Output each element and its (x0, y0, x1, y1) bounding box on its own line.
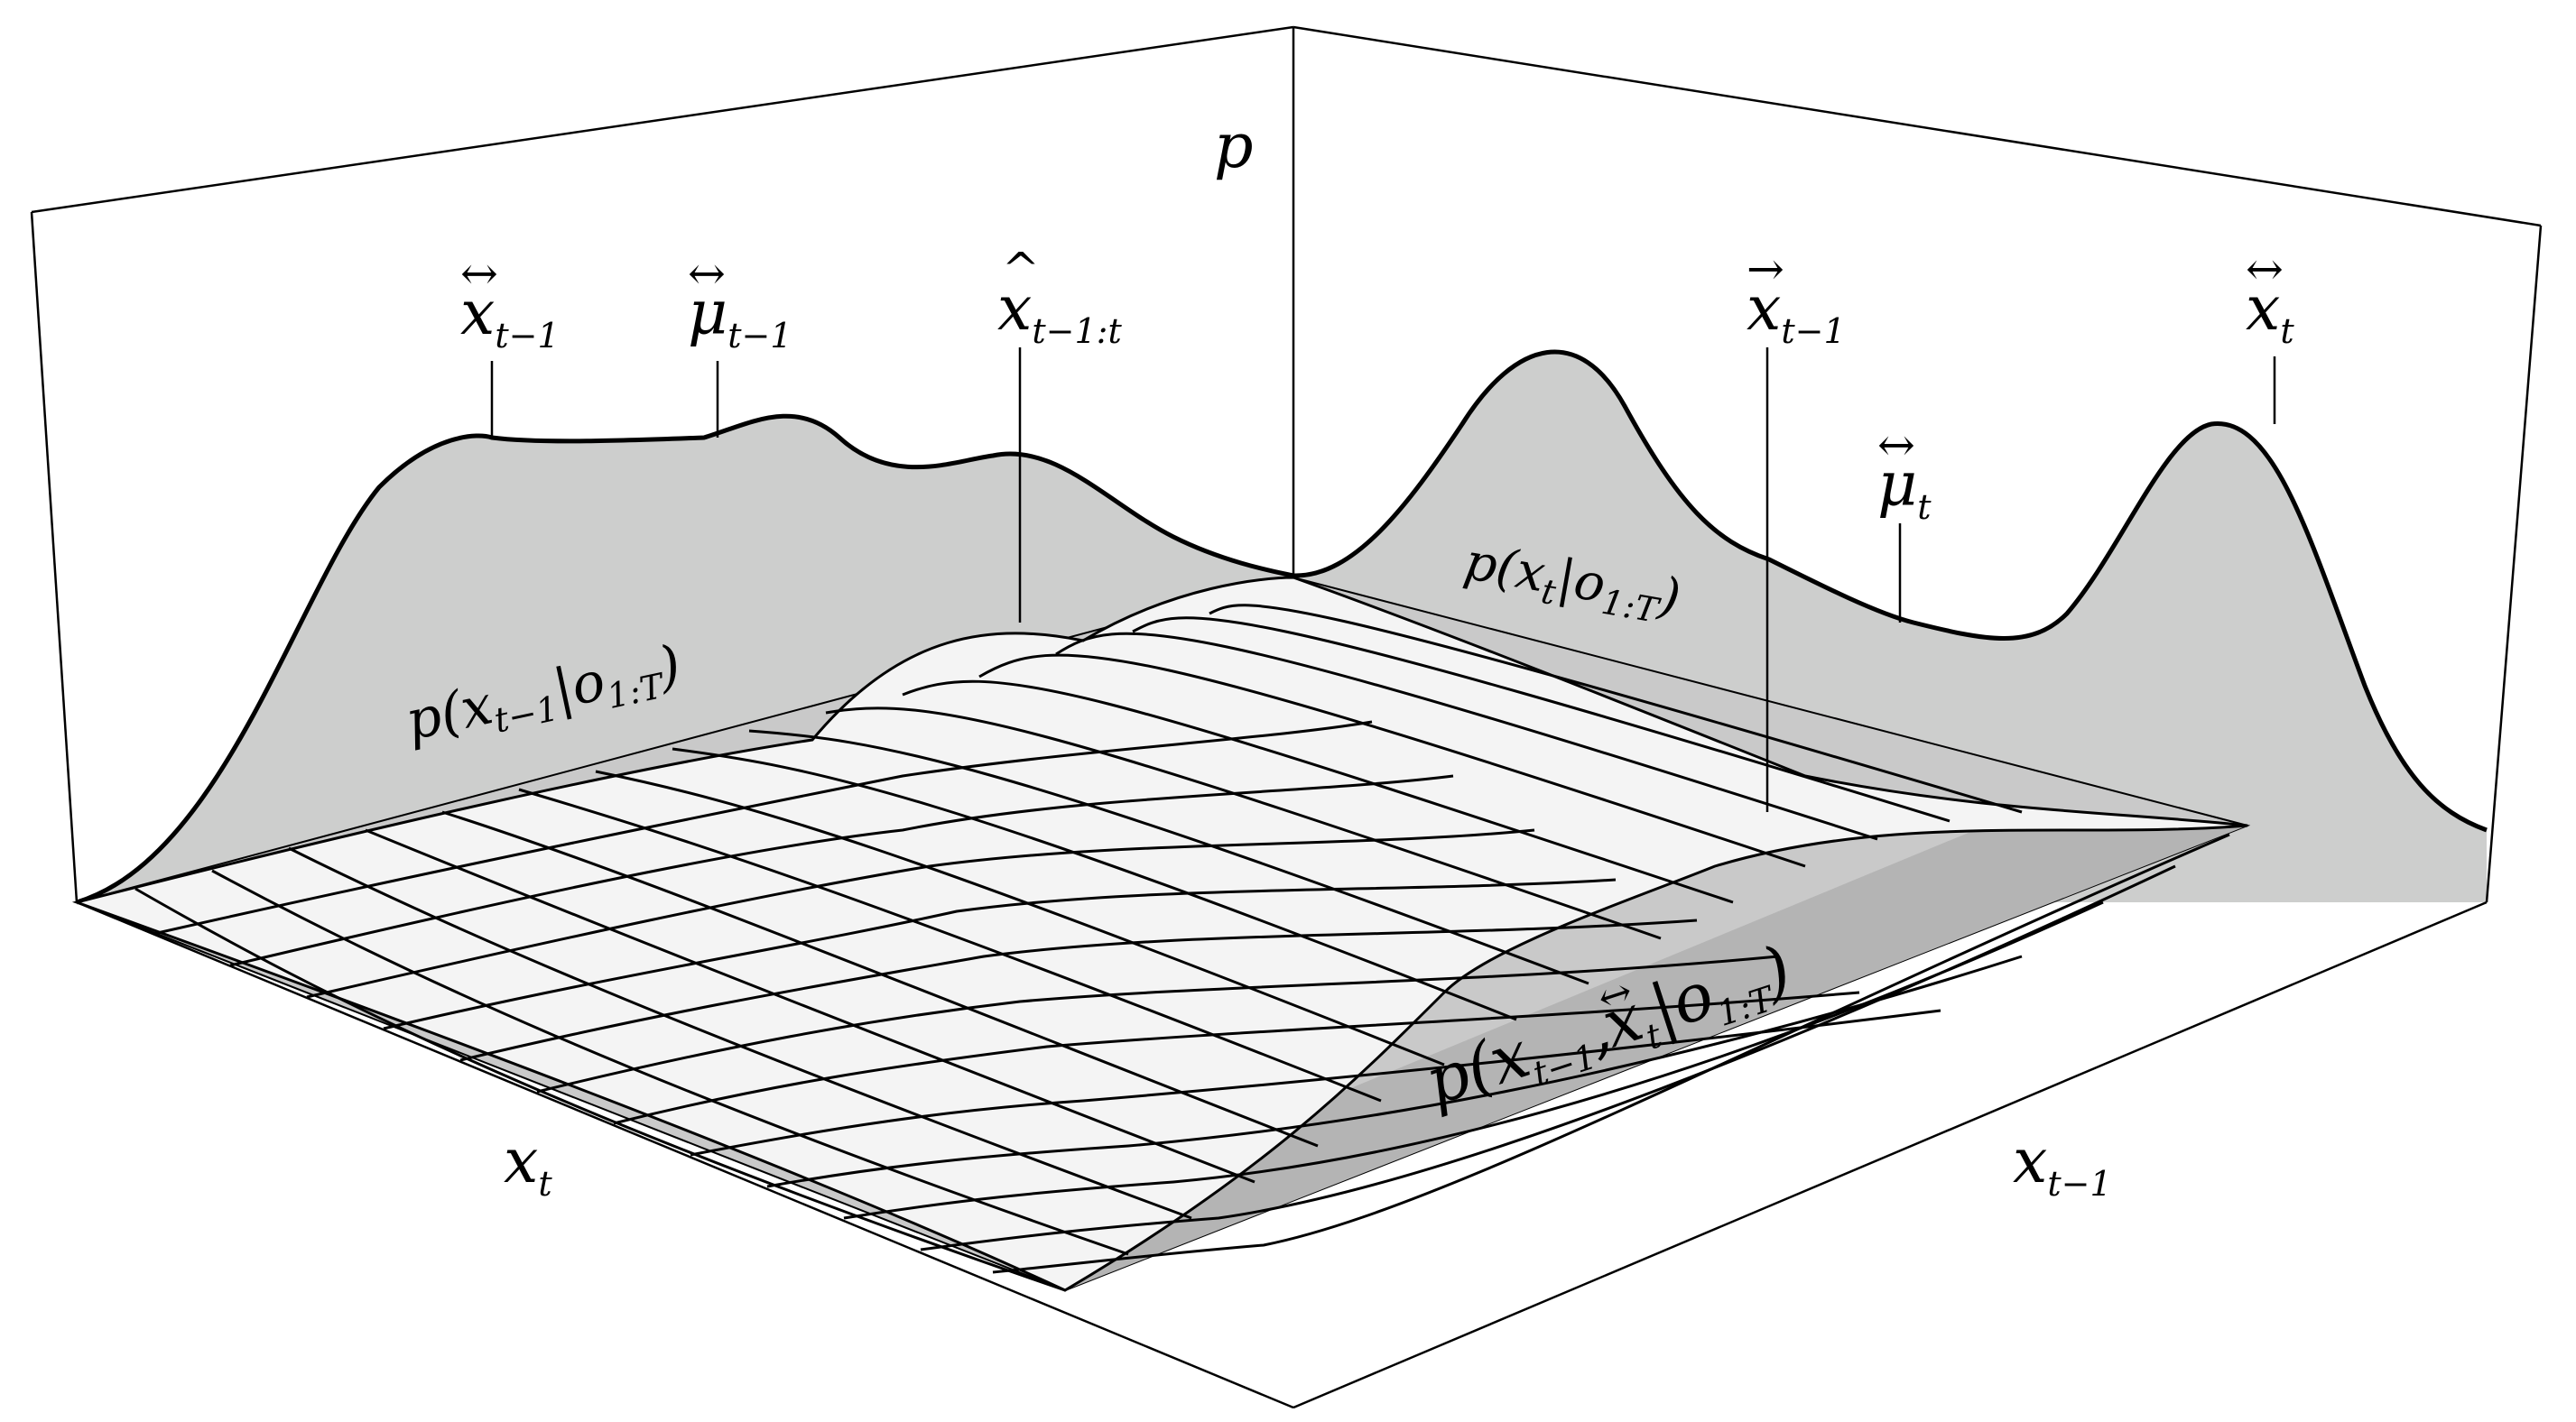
x-t-base: x (504, 1126, 538, 1197)
bi-x-tm1-text: xt−1 (460, 278, 560, 356)
indicator-lines (490, 347, 2276, 812)
bi-x-tm1-base: x (460, 278, 495, 349)
bi-mu-tm1-base: μ (688, 278, 727, 349)
floor-shadow (993, 826, 2247, 1290)
p-axis-label: p (1214, 111, 1254, 182)
fwd-x-tm1-sub: t−1 (1781, 311, 1845, 351)
hat-x-base: x (997, 273, 1032, 345)
marg-t-mid: |o (1553, 549, 1610, 614)
bi-mu-tm1-sub: t−1 (727, 316, 792, 356)
marginal-t-label: p(xt|o1:T) (1459, 532, 1684, 634)
fwd-x-tm1-accent: → (1747, 243, 1784, 295)
bi-x-t-base: x (2246, 273, 2280, 345)
hat-x-accent: ^ (1002, 243, 1040, 295)
left-marginal-curve (76, 413, 1294, 905)
bi-x-tm1-accent: ↔ (460, 247, 498, 300)
bi-mu-t-accent: ↔ (1877, 419, 1915, 471)
label-bi-x-t: ↔ xt (2246, 243, 2294, 351)
x-tm1-axis-label: xt−1 (2013, 1126, 2112, 1204)
bi-x-t-text: xt (2246, 273, 2294, 351)
hat-x-sub: t−1:t (1032, 311, 1122, 351)
label-hat-x: ^ xt−1:t (997, 243, 1122, 351)
fwd-x-tm1-text: xt−1 (1747, 273, 1846, 351)
label-fwd-x-tm1: → xt−1 (1747, 243, 1846, 351)
bi-mu-t-text: μt (1877, 449, 1932, 527)
bounding-box-frame (30, 25, 2543, 1409)
x-t-axis-label: xt (504, 1126, 552, 1204)
bi-mu-t-sub: t (1917, 487, 1932, 527)
joint-density-surface (71, 576, 2248, 1292)
bi-x-t-sub: t (2280, 311, 2294, 351)
bi-x-tm1-sub: t−1 (495, 316, 559, 356)
x-tm1-sub: t−1 (2047, 1164, 2111, 1204)
surface-mesh (134, 604, 2230, 1292)
right-marginal-curve (1293, 349, 2488, 833)
bi-mu-tm1-accent: ↔ (688, 247, 726, 300)
fwd-x-tm1-base: x (1747, 273, 1781, 345)
x-tm1-base: x (2013, 1126, 2047, 1197)
label-bi-mu-t: ↔ μt (1877, 419, 1932, 527)
marg-t-pre: p(x (1460, 532, 1550, 605)
bi-mu-t-base: μ (1877, 449, 1917, 521)
bi-mu-tm1-text: μt−1 (688, 278, 792, 356)
bi-x-t-accent: ↔ (2246, 243, 2284, 295)
hat-x-text: xt−1:t (997, 273, 1122, 351)
label-bi-x-tm1: ↔ xt−1 (460, 247, 560, 356)
x-t-sub: t (538, 1164, 552, 1204)
label-bi-mu-tm1: ↔ μt−1 (688, 247, 792, 356)
